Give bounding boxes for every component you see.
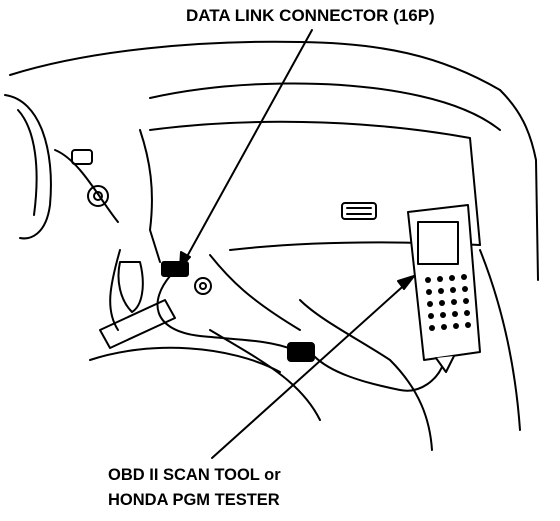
driver-seat [89, 346, 281, 373]
dashboard-right-edge [499, 89, 539, 281]
data-link-connector-label: DATA LINK CONNECTOR (16P) [186, 6, 435, 25]
scan-tool-label-line2: HONDA PGM TESTER [108, 491, 280, 509]
cable-adapter [287, 342, 315, 362]
shift-lever [99, 261, 176, 349]
scan-tool-screen [417, 221, 459, 265]
scan-tool-label-line1: OBD II SCAN TOOL or [108, 466, 281, 484]
dashboard-inner-panel [149, 120, 481, 246]
center-vent [139, 129, 161, 263]
steering-column [54, 149, 119, 223]
center-console-left [109, 249, 121, 331]
glovebox-latch [341, 202, 377, 220]
scan-tool-leader [211, 275, 415, 459]
passenger-seat [299, 299, 433, 451]
scan-tool-keypad [425, 274, 471, 331]
scan-tool-device [407, 204, 481, 373]
steering-wheel-inner [17, 109, 38, 216]
door-panel [479, 249, 521, 431]
dlc-leader [179, 29, 313, 269]
floor-tunnel [209, 329, 321, 421]
steering-wheel [4, 94, 52, 240]
center-console-right [209, 254, 301, 331]
dashboard-upper-curve [149, 82, 501, 131]
dashboard-top-outline [9, 40, 501, 91]
connector-cable [156, 275, 295, 351]
tool-cable [313, 355, 445, 392]
ignition-key [71, 149, 109, 207]
